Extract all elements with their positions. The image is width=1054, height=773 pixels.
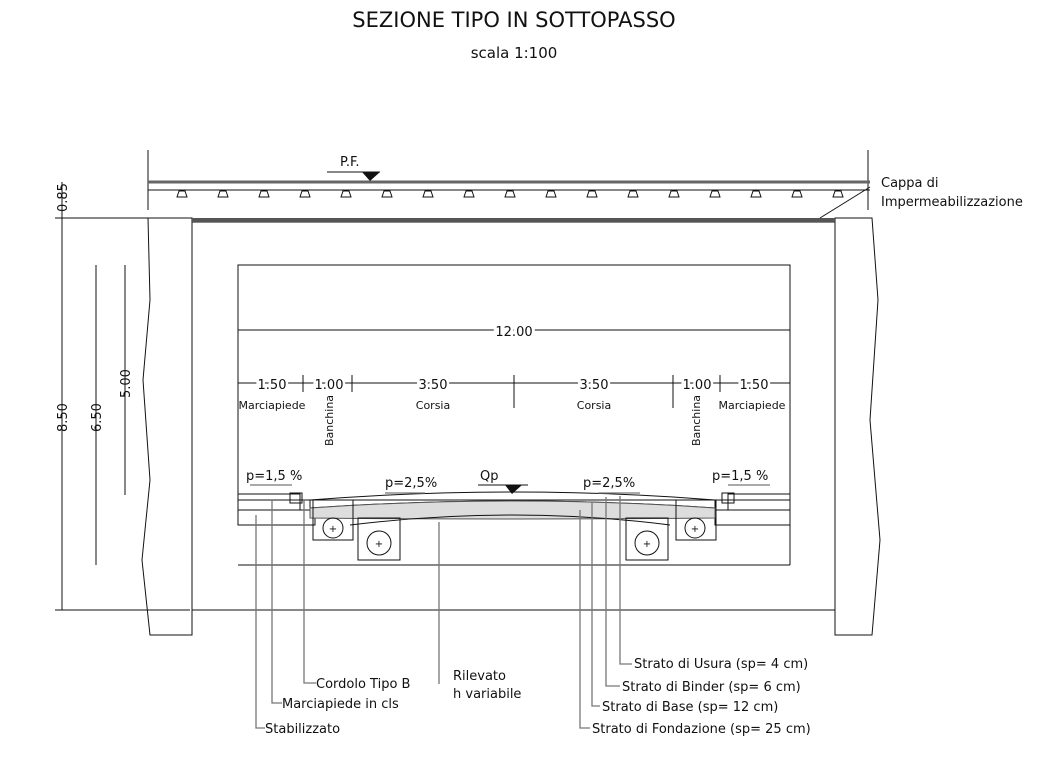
slope-left-lane: p=2,5% — [385, 476, 437, 491]
svg-text:1.50: 1.50 — [740, 378, 769, 393]
deck-membrane — [192, 218, 835, 222]
soil-left — [141, 217, 193, 636]
sleeper — [340, 190, 352, 198]
qp-level-marker — [505, 485, 522, 494]
sleeper — [668, 190, 680, 198]
sleeper — [463, 190, 475, 198]
pf-level-marker — [362, 172, 380, 181]
concrete-box — [191, 221, 836, 611]
drain-channel-left — [312, 499, 354, 541]
segment-labels: 1.50 Marciapiede 1.00 Banchina 3.50 Cors… — [239, 376, 786, 447]
callout-stabilizzato: Stabilizzato — [265, 722, 340, 737]
callout-base: Strato di Base (sp= 12 cm) — [602, 700, 778, 715]
sleeper — [709, 190, 721, 198]
fondazione-layer — [309, 500, 716, 520]
svg-text:+: + — [691, 524, 699, 535]
callout-rilevato: Rilevato — [453, 669, 506, 684]
callout-leaders — [255, 496, 632, 729]
svg-text:Banchina: Banchina — [690, 395, 703, 446]
slope-left-walk: p=1,5 % — [246, 469, 302, 484]
dim-500: 5.00 — [119, 369, 134, 398]
stabilizzato-layer — [237, 509, 791, 526]
slope-right-walk: p=1,5 % — [712, 469, 768, 484]
sleeper — [299, 190, 311, 198]
pipe-box-left — [357, 517, 401, 561]
sleeper — [586, 190, 598, 198]
sleeper — [750, 190, 762, 198]
dim-085: 0.85 — [56, 183, 71, 212]
slope-right-lane: p=2,5% — [583, 476, 635, 491]
callout-fondazione: Strato di Fondazione (sp= 25 cm) — [592, 722, 811, 737]
qp-label: Qp — [480, 469, 498, 484]
pf-label: P.F. — [340, 155, 359, 170]
dim-850: 8.50 — [56, 403, 71, 432]
svg-text:Marciapiede: Marciapiede — [719, 399, 786, 412]
rilevato-line — [349, 514, 671, 526]
soil-right — [834, 217, 881, 636]
sleeper — [258, 190, 270, 198]
sleepers — [176, 190, 844, 198]
svg-text:+: + — [375, 539, 383, 550]
curb-right — [721, 492, 735, 504]
sleeper — [545, 190, 557, 198]
svg-text:+: + — [643, 539, 651, 550]
callout-rilevato-h: h variabile — [453, 687, 521, 702]
callout-cordolo: Cordolo Tipo B — [316, 677, 410, 692]
callout-binder: Strato di Binder (sp= 6 cm) — [622, 680, 801, 695]
svg-text:+: + — [329, 524, 337, 535]
svg-text:1.50: 1.50 — [258, 378, 287, 393]
sidewalk-left — [237, 493, 301, 511]
svg-text:Banchina: Banchina — [323, 395, 336, 446]
svg-text:1.00: 1.00 — [683, 378, 712, 393]
sleeper — [176, 190, 188, 198]
svg-text:3.50: 3.50 — [580, 378, 609, 393]
cappa-label-1: Cappa di — [881, 176, 939, 191]
sleeper — [832, 190, 844, 198]
curb-left — [289, 492, 303, 504]
sleeper — [381, 190, 393, 198]
sleeper — [791, 190, 803, 198]
callout-usura: Strato di Usura (sp= 4 cm) — [634, 657, 808, 672]
drawing-title: SEZIONE TIPO IN SOTTOPASSO — [352, 8, 675, 32]
sidewalk-right — [727, 493, 791, 511]
drawing-scale: scala 1:100 — [471, 44, 558, 62]
svg-text:3.50: 3.50 — [419, 378, 448, 393]
sleeper — [217, 190, 229, 198]
callout-marciapiede: Marciapiede in cls — [282, 697, 399, 712]
sleeper — [627, 190, 639, 198]
dim-total-width: 12.00 — [495, 325, 532, 340]
sleeper — [504, 190, 516, 198]
dim-650: 6.50 — [90, 403, 105, 432]
pipe-box-right — [625, 517, 669, 561]
cappa-label-2: Impermeabilizzazione — [881, 195, 1023, 210]
svg-text:Corsia: Corsia — [416, 399, 450, 412]
sleeper — [422, 190, 434, 198]
svg-text:Marciapiede: Marciapiede — [239, 399, 306, 412]
drain-channel-right — [675, 499, 717, 541]
svg-text:1.00: 1.00 — [315, 378, 344, 393]
svg-text:Corsia: Corsia — [577, 399, 611, 412]
